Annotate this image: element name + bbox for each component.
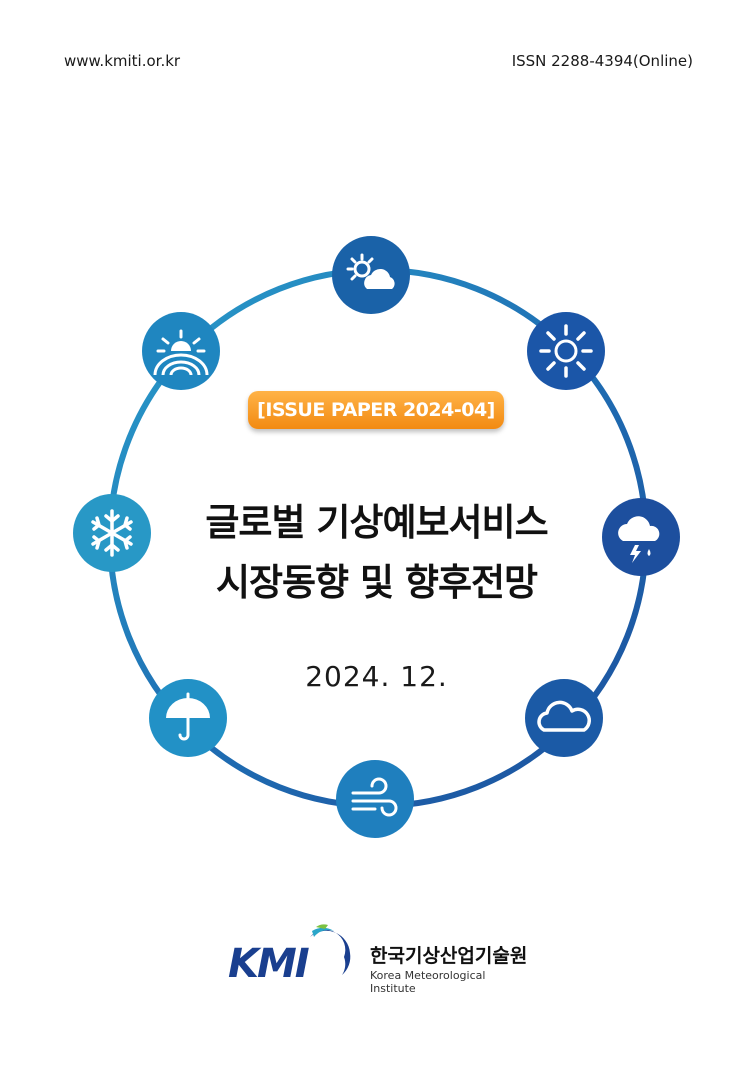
cloud-icon xyxy=(525,679,603,757)
issue-paper-badge: [ISSUE PAPER 2024-04] xyxy=(248,391,504,429)
sun-cloud-icon xyxy=(332,236,410,314)
publication-date: 2024. 12. xyxy=(305,660,448,693)
org-name-english: Korea Meteorological Institute xyxy=(370,969,486,995)
snowflake-icon xyxy=(73,494,151,572)
logo-swoosh-icon xyxy=(310,924,351,975)
sun-icon xyxy=(527,312,605,390)
rain-lightning-icon xyxy=(602,498,680,576)
website-url: www.kmiti.or.kr xyxy=(64,52,181,70)
issn-number: ISSN 2288-4394(Online) xyxy=(511,52,693,70)
title-line-1: 글로벌 기상예보서비스 xyxy=(205,501,548,544)
title-line-2: 시장동향 및 향후전망 xyxy=(215,561,538,604)
umbrella-icon xyxy=(149,679,227,757)
kmi-logo-mark: KMI xyxy=(228,941,310,987)
org-name-korean: 한국기상산업기술원 xyxy=(370,945,528,967)
kmi-logo: KMI 한국기상산업기술원 Korea Meteorological Insti… xyxy=(228,923,528,995)
sunrise-icon xyxy=(142,312,220,390)
wind-icon xyxy=(336,760,414,838)
